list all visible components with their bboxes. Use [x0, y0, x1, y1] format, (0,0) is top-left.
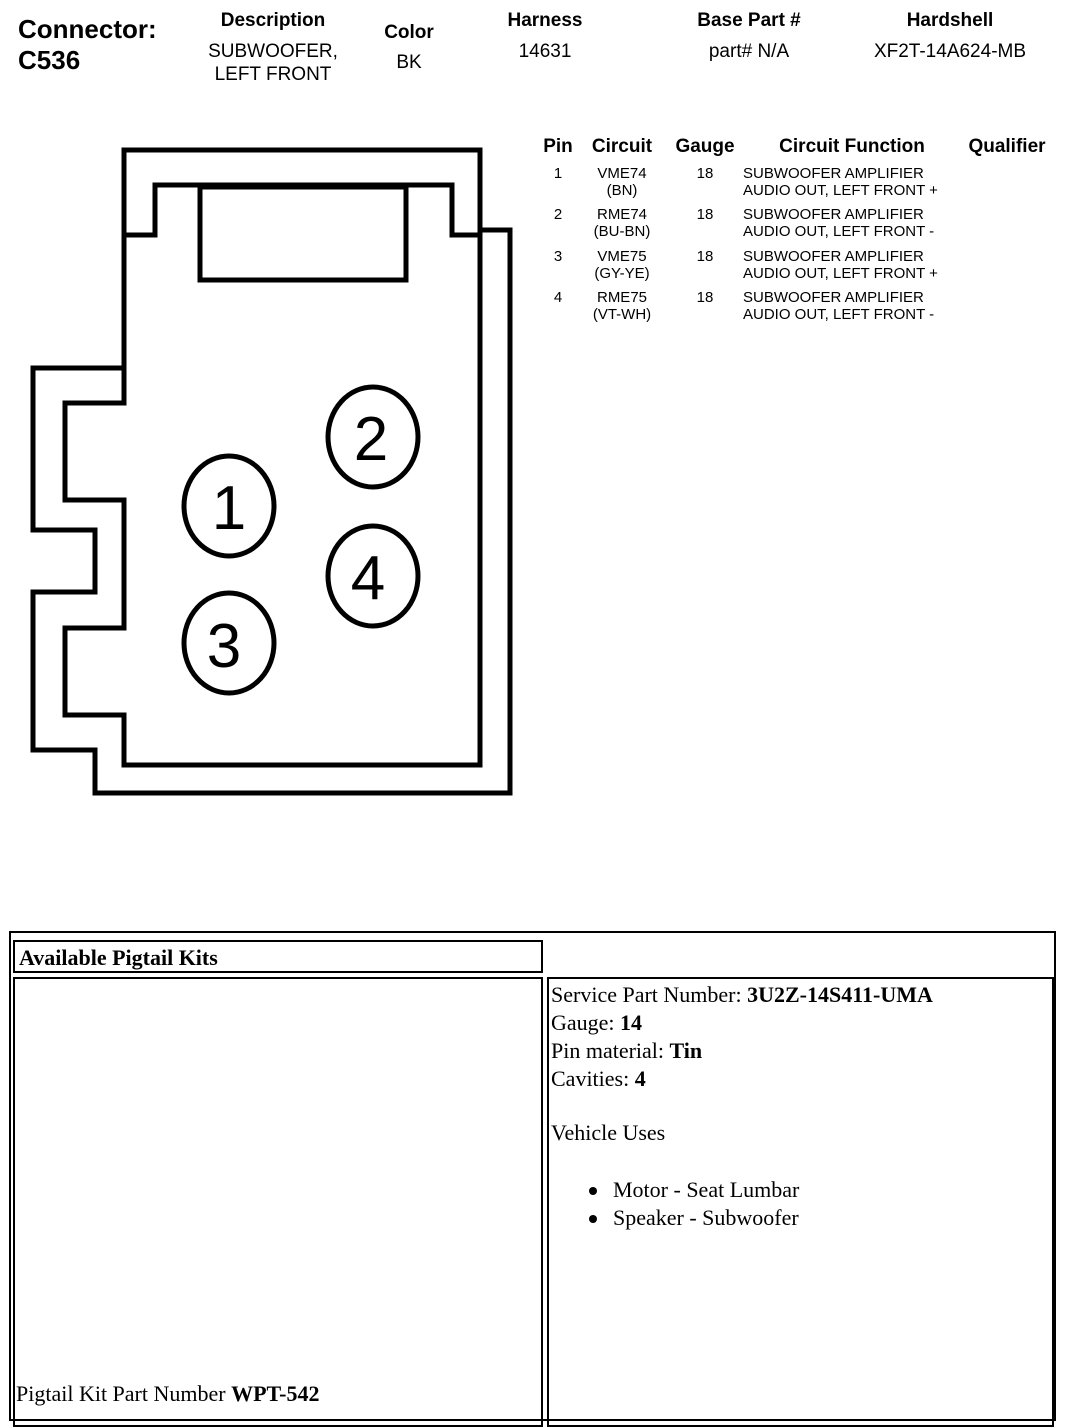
- pin-number: 2: [553, 206, 563, 223]
- list-item: Motor - Seat Lumbar: [586, 1176, 799, 1204]
- pin-circuit: VME75(GY-YE): [594, 248, 650, 282]
- color-header: Color: [384, 22, 434, 43]
- pin-cavity-2: [325, 384, 421, 490]
- pin-number: 3: [553, 248, 563, 265]
- pigtail-kit-part-number: Pigtail Kit Part Number WPT-542: [16, 1381, 320, 1406]
- connector-id: C536: [18, 45, 81, 75]
- pin-number: 1: [553, 165, 563, 182]
- pin-gauge: 18: [696, 289, 714, 306]
- list-item: Speaker - Subwoofer: [586, 1204, 799, 1232]
- connector-label: Connector:: [18, 14, 157, 44]
- pin-number: 4: [553, 289, 563, 306]
- circuit-column-header: Circuit: [591, 136, 653, 157]
- pin-gauge: 18: [696, 248, 714, 265]
- cavities: Cavities: 4: [551, 1066, 646, 1091]
- connector-title: Connector: C536: [18, 14, 157, 76]
- pin-cavity-1: [181, 453, 277, 559]
- qualifier-column-header: Qualifier: [968, 136, 1046, 157]
- connector-face-diagram: 1 2 3 4: [30, 147, 513, 796]
- description-value: SUBWOOFER, LEFT FRONT: [208, 41, 338, 85]
- pigtail-gauge: Gauge: 14: [551, 1010, 643, 1035]
- pin-label-3: 3: [207, 612, 241, 681]
- description-header: Description: [220, 10, 326, 31]
- gauge-column-header: Gauge: [675, 136, 735, 157]
- service-part-number: Service Part Number: 3U2Z-14S411-UMA: [551, 982, 933, 1007]
- vehicle-uses-title: Vehicle Uses: [551, 1120, 666, 1145]
- hardshell-header: Hardshell: [906, 10, 994, 31]
- hardshell-value: XF2T-14A624-MB: [873, 41, 1027, 62]
- pin-label-2: 2: [354, 405, 388, 474]
- base-part-value: part# N/A: [708, 41, 790, 62]
- pin-circuit: RME75(VT-WH): [592, 289, 652, 323]
- pin-circuit: RME74(BU-BN): [593, 206, 651, 240]
- pin-cavity-4: [325, 523, 421, 629]
- connector-outer-outline: [30, 147, 513, 796]
- harness-header: Harness: [507, 10, 583, 31]
- harness-value: 14631: [518, 41, 572, 62]
- pin-label-4: 4: [351, 544, 385, 613]
- connector-inner-outline: [62, 182, 483, 768]
- pigtail-kits-heading-box: Available Pigtail Kits: [13, 940, 543, 973]
- pin-gauge: 18: [696, 206, 714, 223]
- pin-cavity-3: [181, 590, 277, 696]
- connector-latch: [197, 184, 409, 283]
- vehicle-uses-list: Motor - Seat Lumbar Speaker - Subwoofer: [586, 1176, 799, 1232]
- pigtail-kits-heading: Available Pigtail Kits: [19, 945, 218, 970]
- pin-gauge: 18: [696, 165, 714, 182]
- pin-column-header: Pin: [543, 136, 573, 157]
- pin-label-1: 1: [212, 474, 246, 543]
- pin-circuit: VME74(BN): [597, 165, 647, 199]
- pin-material: Pin material: Tin: [551, 1038, 703, 1063]
- circuit-function-column-header: Circuit Function: [779, 136, 925, 157]
- color-value: BK: [396, 52, 422, 73]
- pigtail-image-cell: [13, 977, 543, 1427]
- pigtail-specs: Service Part Number: 3U2Z-14S411-UMA Gau…: [551, 981, 933, 1093]
- base-part-header: Base Part #: [697, 10, 801, 31]
